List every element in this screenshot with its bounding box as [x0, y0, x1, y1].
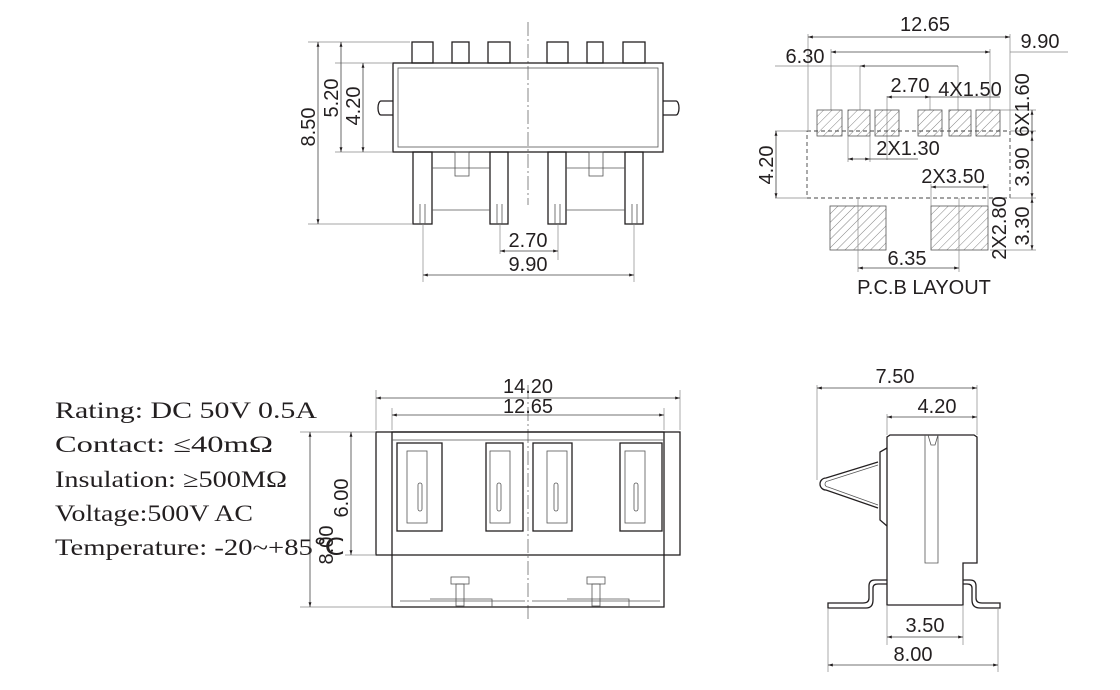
spec-rating: Rating: DC 50V 0.5A — [55, 398, 317, 423]
dim-body-height-inner: 4.20 — [343, 87, 365, 126]
dim-pad-pitch: 2X1.30 — [876, 138, 939, 160]
dim-large-pad-height: 2X2.80 — [989, 196, 1011, 259]
large-pads — [829, 205, 989, 251]
body-outline — [806, 130, 1011, 199]
dim-foot-span: 8.00 — [894, 644, 933, 666]
dim-overall-height: 8.50 — [298, 108, 320, 147]
dim-overall-width: 14.20 — [503, 376, 553, 398]
dim-body-height: 4.20 — [756, 146, 778, 185]
dim-base-width: 3.50 — [906, 615, 945, 637]
small-pads — [816, 109, 1001, 137]
dim-overall-width: 12.65 — [900, 14, 950, 36]
dim-body-depth: 4.20 — [918, 396, 957, 418]
dim-body-height-outer: 5.20 — [321, 79, 343, 118]
dim-inner-span: 6.30 — [786, 46, 825, 68]
switch-body — [392, 62, 664, 153]
dim-pitch: 2.70 — [891, 75, 930, 97]
top-tabs — [411, 41, 646, 64]
dim-overall-depth: 7.50 — [876, 366, 915, 388]
dim-large-pad-width: 2X3.50 — [921, 166, 984, 188]
switch-body — [886, 434, 978, 606]
switch-body — [391, 431, 665, 608]
spring-contact — [819, 461, 879, 509]
spec-contact: Contact: ≤40mΩ — [55, 432, 273, 457]
side-view: 7.50 4.20 3.50 8.00 — [816, 366, 1001, 672]
dim-body-height: 6.00 — [331, 479, 353, 518]
pcb-layout: 12.65 9.90 6.30 2.70 4X1.50 6X1.60 3.90 … — [756, 14, 1068, 299]
top-view: 8.50 5.20 4.20 2.70 9.90 — [298, 22, 680, 282]
dim-pitch: 2.70 — [509, 230, 548, 252]
dim-body-width: 12.65 — [503, 396, 553, 418]
pcb-layout-title: P.C.B LAYOUT — [857, 277, 991, 299]
specifications: Rating: DC 50V 0.5A Contact: ≤40mΩ Insul… — [55, 398, 345, 560]
dim-overall-height: 8.00 — [316, 526, 338, 565]
dim-pad-height: 6X1.60 — [1012, 73, 1034, 136]
dim-pin-span: 9.90 — [509, 254, 548, 276]
dim-large-pad-pitch: 6.35 — [888, 248, 927, 270]
spec-temperature: Temperature: -20~+85℃ — [55, 535, 345, 560]
front-view: 14.20 12.65 8.00 6.00 — [300, 376, 681, 620]
dim-outer-pad-span: 9.90 — [1021, 31, 1060, 53]
dim-large-pad-row: 3.30 — [1012, 207, 1034, 246]
spec-voltage: Voltage:500V AC — [55, 501, 253, 526]
legs — [412, 151, 644, 225]
dim-pad-width: 4X1.50 — [938, 79, 1001, 101]
spec-insulation: Insulation: ≥500MΩ — [55, 467, 287, 492]
bottom-terminals — [400, 576, 660, 607]
switch-windows — [396, 442, 663, 532]
dim-row-gap: 3.90 — [1012, 148, 1034, 187]
